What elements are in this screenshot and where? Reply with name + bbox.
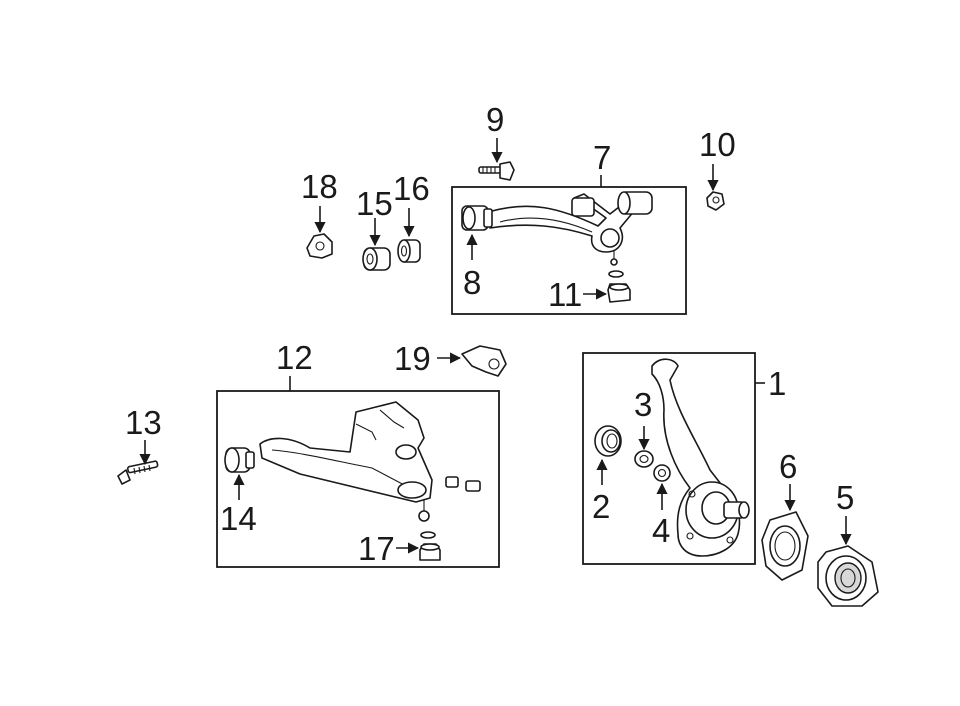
callout-15-label: 15: [356, 185, 393, 222]
bushing-3: [634, 450, 654, 468]
callout-11-label: 11: [548, 276, 582, 313]
lower-arm-bushing-14: [224, 447, 255, 473]
callout-17-label: 17: [358, 530, 395, 567]
bracket-19: [461, 345, 507, 377]
callout-7-label: 7: [593, 139, 611, 176]
cam-bolt-18: [306, 233, 333, 259]
bushing-16: [397, 239, 421, 263]
steering-knuckle: [651, 358, 750, 557]
bolt-9: [478, 161, 515, 181]
lower-control-arm-box: [216, 390, 500, 568]
lower-control-arm: [259, 401, 433, 522]
bolt-13: [117, 460, 159, 485]
upper-control-arm-box: [451, 186, 687, 315]
upper-control-arm: [487, 191, 653, 266]
steering-knuckle-box: [582, 352, 756, 565]
callout-13-label: 13: [125, 404, 162, 441]
callout-2-label: 2: [592, 488, 610, 525]
callout-4-label: 4: [652, 512, 670, 549]
bushing-15: [362, 247, 391, 271]
callout-10-label: 10: [699, 126, 736, 163]
ball-joint-boot-17: [419, 531, 441, 561]
callout-3-label: 3: [634, 386, 652, 423]
callout-19-label: 19: [394, 340, 431, 377]
bushing-4: [653, 464, 671, 482]
nut-10: [706, 191, 725, 211]
ball-joint-boot-11: [607, 270, 631, 303]
lower-arm-small-bolts: [445, 476, 481, 492]
callout-9-label: 9: [486, 101, 504, 138]
callout-1-label: 1: [768, 365, 786, 402]
callout-18-label: 18: [301, 168, 338, 205]
hub-bearing-5: [817, 545, 879, 607]
callout-12-label: 12: [276, 339, 313, 376]
upper-arm-bushing-8: [461, 205, 493, 231]
seal-2: [594, 425, 622, 457]
callout-16-label: 16: [393, 170, 430, 207]
callout-8-label: 8: [463, 264, 481, 301]
callout-5-label: 5: [836, 479, 854, 516]
callout-14-label: 14: [220, 500, 257, 537]
splash-shield-6: [761, 511, 809, 581]
callout-6-label: 6: [779, 448, 797, 485]
